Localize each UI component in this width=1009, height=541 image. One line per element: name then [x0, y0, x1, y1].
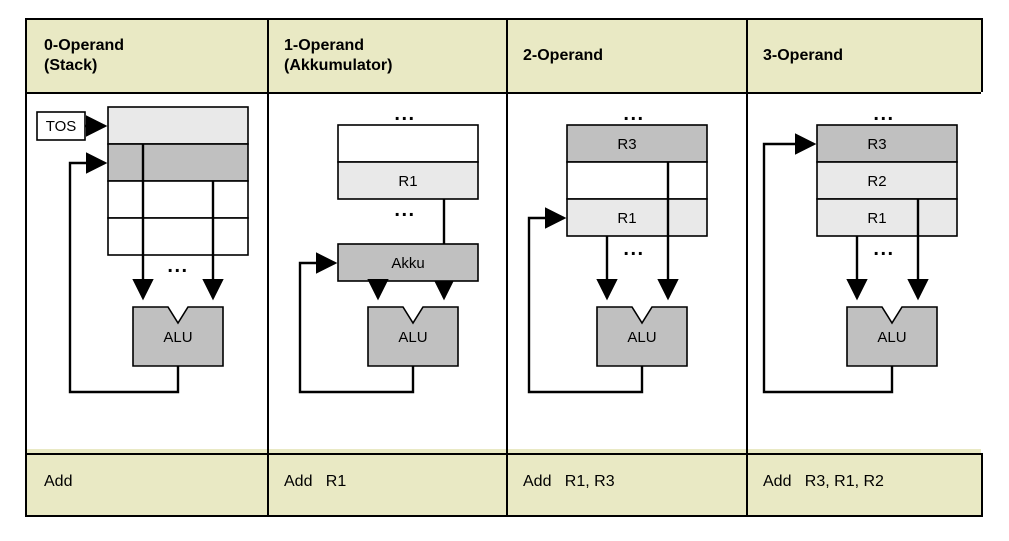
- stack-cell-3: [107, 217, 249, 256]
- register-cell-0: [337, 124, 479, 163]
- instruction-cell-0-operand: Add: [44, 473, 73, 490]
- column-header-3-operand: 3-Operand: [746, 20, 985, 92]
- instruction-cell-1-operand: Add R1: [284, 473, 347, 490]
- register-cell-2: [816, 198, 958, 237]
- register-cell-0-label: R3: [617, 136, 636, 153]
- alu-feedback-path-0: [68, 152, 180, 394]
- instruction-cell-2-operand: Add R1, R3: [523, 473, 615, 490]
- comparison-table: 0-Operand (Stack) 1-Operand (Akkumulator…: [25, 18, 985, 517]
- column-header-2-operand: 2-Operand: [506, 20, 746, 92]
- alu-feedback-path-2: [527, 207, 644, 394]
- alu-shape-3: [846, 306, 938, 367]
- accumulator-label: Akku: [391, 255, 424, 272]
- register-cell-1: [566, 161, 708, 200]
- column-header-1-operand: 1-Operand (Akkumulator): [267, 20, 506, 92]
- header-row-divider: [27, 92, 981, 94]
- registers-ellipsis-bottom: ...: [623, 238, 644, 260]
- registers-ellipsis-top: ...: [623, 103, 644, 125]
- register-cell-1-label: R1: [398, 173, 417, 190]
- register-cell-1: [337, 161, 479, 200]
- footer-row-divider: [27, 453, 981, 455]
- register-cell-0-label: R3: [867, 136, 886, 153]
- register-cell-1: [816, 161, 958, 200]
- alu-shape-1: [367, 306, 459, 367]
- register-cell-0: [816, 124, 958, 163]
- header-line-1: 3-Operand: [763, 46, 844, 64]
- registers-ellipsis-top: ...: [394, 103, 415, 125]
- diagram-panel-2-operand: ... R3 R1 ... ALU: [506, 92, 746, 453]
- alu-label: ALU: [398, 329, 427, 346]
- instruction-cell-3-operand: Add R3, R1, R2: [763, 473, 884, 490]
- register-cell-2: [566, 198, 708, 237]
- register-cell-2-label: R1: [617, 210, 636, 227]
- footer-band: [27, 449, 981, 515]
- column-divider-2: [506, 20, 508, 515]
- diagram-panel-1-operand: ... R1 ... Akku ALU: [267, 92, 506, 453]
- stack-ellipsis: ...: [167, 255, 188, 277]
- stack-cell-1: [107, 143, 249, 182]
- stack-cell-2: [107, 180, 249, 219]
- column-divider-1: [267, 20, 269, 515]
- header-line-2: (Akkumulator): [284, 57, 393, 74]
- alu-shape-2: [596, 306, 688, 367]
- accumulator-box: [337, 243, 479, 282]
- diagram-panel-0-operand: ... TOS ALU: [27, 92, 267, 453]
- header-line-1: 2-Operand: [523, 46, 604, 64]
- header-line-2: (Stack): [44, 57, 98, 74]
- header-line-1: 0-Operand: [44, 36, 125, 54]
- registers-ellipsis-mid: ...: [394, 199, 415, 221]
- header-band: [27, 20, 981, 92]
- alu-label: ALU: [877, 329, 906, 346]
- tos-label: TOS: [46, 118, 77, 135]
- alu-label: ALU: [163, 329, 192, 346]
- stack-cell-0: [107, 106, 249, 145]
- alu-feedback-path-3: [762, 133, 894, 394]
- register-cell-0: [566, 124, 708, 163]
- register-cell-2-label: R1: [867, 210, 886, 227]
- alu-shape-0: [132, 306, 224, 367]
- header-line-1: 1-Operand: [284, 36, 365, 54]
- register-cell-1-label: R2: [867, 173, 886, 190]
- diagram-panel-3-operand: ... R3 R2 R1 ... ALU: [746, 92, 985, 453]
- alu-label: ALU: [627, 329, 656, 346]
- registers-ellipsis-top: ...: [873, 103, 894, 125]
- alu-feedback-path-1: [298, 252, 415, 394]
- registers-ellipsis-bottom: ...: [873, 238, 894, 260]
- column-header-0-operand: 0-Operand (Stack): [27, 20, 267, 92]
- column-divider-3: [746, 20, 748, 515]
